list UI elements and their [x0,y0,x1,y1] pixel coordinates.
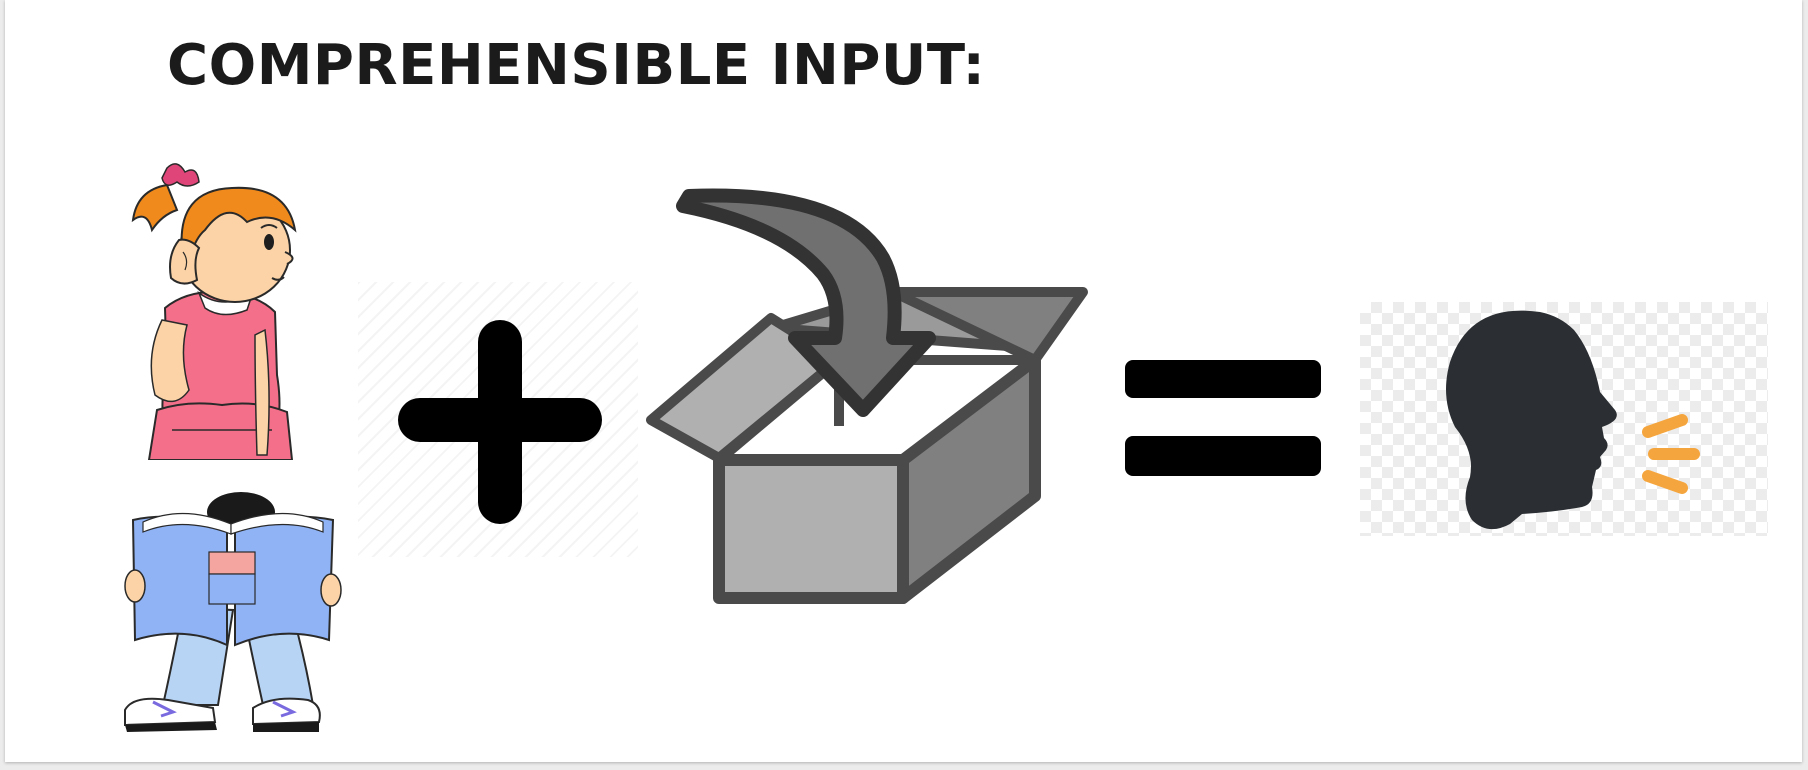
listening-girl-icon [127,160,327,460]
plus-icon [358,282,638,557]
speaking-head-icon [1360,302,1768,536]
slide: COMPREHENSIBLE INPUT: [5,0,1802,762]
box-with-arrow-icon [643,178,1093,610]
reading-child-icon [123,490,343,735]
slide-title: COMPREHENSIBLE INPUT: [167,33,986,98]
equals-icon [1123,356,1323,480]
